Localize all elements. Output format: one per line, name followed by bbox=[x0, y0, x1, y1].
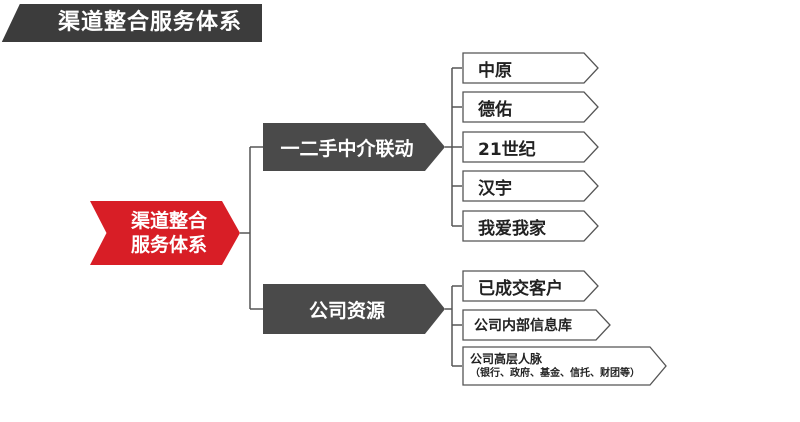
page-title: 渠道整合服务体系 bbox=[58, 10, 243, 35]
leaf-node: 中原 bbox=[462, 52, 600, 84]
leaf-label-multiline: 公司高层人脉 （银行、政府、基金、信托、财团等） bbox=[470, 346, 640, 386]
leaf-node: 21世纪 bbox=[462, 131, 600, 163]
leaf-node: 汉宇 bbox=[462, 170, 600, 202]
leaf-node: 公司内部信息库 bbox=[462, 309, 612, 341]
leaf-label: 中原 bbox=[478, 60, 512, 81]
leaf-node: 我爱我家 bbox=[462, 210, 600, 242]
root-label-line1: 渠道整合 bbox=[130, 210, 207, 232]
leaf-node: 德佑 bbox=[462, 91, 600, 123]
leaf-label: 已成交客户 bbox=[478, 278, 563, 299]
root-label-line2: 服务体系 bbox=[130, 234, 207, 256]
leaf-node: 已成交客户 bbox=[462, 270, 600, 302]
branch-label: 公司资源 bbox=[308, 299, 385, 322]
leaf-label: 汉宇 bbox=[478, 178, 512, 199]
branch-node-company: 公司资源 bbox=[263, 284, 445, 334]
branch-node-agency: 一二手中介联动 bbox=[263, 123, 445, 171]
leaf-label: 德佑 bbox=[478, 99, 512, 120]
leaf-label-line1: 公司高层人脉 bbox=[470, 352, 543, 366]
title-bar: 渠道整合服务体系 bbox=[0, 4, 262, 42]
leaf-node: 公司高层人脉 （银行、政府、基金、信托、财团等） bbox=[462, 346, 668, 386]
branch-label: 一二手中介联动 bbox=[280, 137, 414, 160]
leaf-label-line2: （银行、政府、基金、信托、财团等） bbox=[470, 368, 640, 379]
leaf-label: 公司内部信息库 bbox=[474, 318, 572, 334]
leaf-label: 我爱我家 bbox=[478, 218, 546, 239]
leaf-label: 21世纪 bbox=[478, 139, 536, 160]
root-node: 渠道整合 服务体系 bbox=[90, 201, 240, 265]
